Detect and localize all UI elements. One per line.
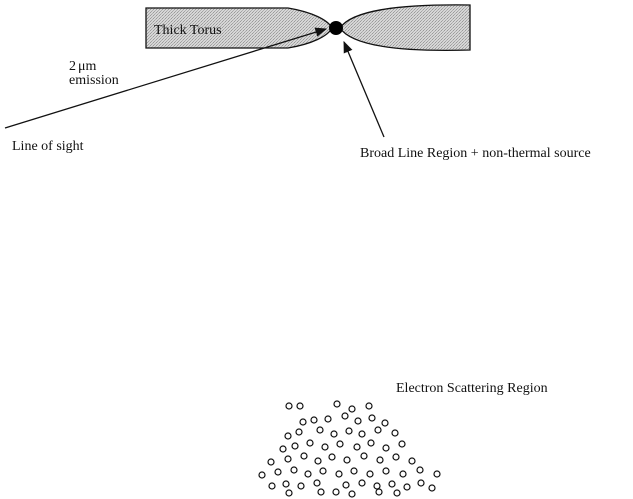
blr-arrow <box>343 40 385 138</box>
electron-particle <box>282 480 290 488</box>
electron-particle <box>341 412 349 420</box>
electron-particle <box>408 457 416 465</box>
electron-particle <box>324 415 332 423</box>
electron-particle <box>382 467 390 475</box>
electron-particle <box>342 481 350 489</box>
electron-particle <box>299 418 307 426</box>
line-of-sight-label: Line of sight <box>12 139 84 154</box>
electron-particle <box>284 455 292 463</box>
electron-particle <box>317 488 325 496</box>
electron-particle <box>319 467 327 475</box>
electron-particle <box>428 484 436 492</box>
electron-particle <box>333 400 341 408</box>
electron-particle <box>403 483 411 491</box>
blr-label: Broad Line Region + non-thermal source <box>360 146 591 161</box>
electron-particle <box>354 417 362 425</box>
electron-particle <box>376 456 384 464</box>
electron-particle <box>279 445 287 453</box>
electron-particle <box>267 458 275 466</box>
emission-word: emission <box>69 73 119 88</box>
electron-particle <box>375 488 383 496</box>
electron-particle <box>258 471 266 479</box>
electron-particle <box>391 429 399 437</box>
electron-particle <box>316 426 324 434</box>
electron-particle <box>358 479 366 487</box>
electron-particle <box>382 444 390 452</box>
electron-particle <box>358 430 366 438</box>
electron-particle <box>365 402 373 410</box>
electron-particle <box>336 440 344 448</box>
electron-particle <box>343 456 351 464</box>
electron-particle <box>353 443 361 451</box>
torus-label: Thick Torus <box>154 23 222 38</box>
electron-particle <box>313 479 321 487</box>
electron-particle <box>310 416 318 424</box>
electron-particle <box>268 482 276 490</box>
line-of-sight-arrow <box>4 27 328 129</box>
electron-particle <box>373 482 381 490</box>
electron-particle <box>366 470 374 478</box>
electron-particle <box>393 489 401 497</box>
electron-particle <box>367 439 375 447</box>
electron-particle <box>399 470 407 478</box>
electron-particle <box>291 442 299 450</box>
electron-particle <box>297 482 305 490</box>
electron-particle <box>285 489 293 497</box>
electron-particle <box>433 470 441 478</box>
electron-particle <box>350 467 358 475</box>
electron-particle <box>368 414 376 422</box>
electron-particle <box>285 402 293 410</box>
scattering-label: Electron Scattering Region <box>396 381 548 396</box>
electron-particle <box>348 405 356 413</box>
emission-prefix: 2 <box>69 59 76 74</box>
electron-particle <box>304 470 312 478</box>
electron-particle <box>296 402 304 410</box>
electron-particle <box>398 440 406 448</box>
electron-particle <box>345 427 353 435</box>
electron-particle <box>290 466 298 474</box>
electron-particle <box>417 479 425 487</box>
electron-particle <box>274 468 282 476</box>
electron-particle <box>348 490 356 498</box>
electron-particle <box>330 430 338 438</box>
electron-particle <box>328 453 336 461</box>
electron-particle <box>381 419 389 427</box>
torus-right-lobe <box>339 4 471 51</box>
electron-particle <box>332 488 340 496</box>
electron-particle <box>374 426 382 434</box>
emission-unit: μm <box>78 59 97 74</box>
electron-particle <box>295 428 303 436</box>
electron-particle <box>392 453 400 461</box>
electron-particle <box>321 443 329 451</box>
electron-particle <box>360 452 368 460</box>
electron-particle <box>388 480 396 488</box>
electron-cloud <box>258 400 441 498</box>
electron-particle <box>300 452 308 460</box>
electron-particle <box>306 439 314 447</box>
electron-particle <box>314 457 322 465</box>
electron-particle <box>335 470 343 478</box>
electron-particle <box>284 432 292 440</box>
electron-particle <box>416 466 424 474</box>
central-source-dot <box>329 21 343 35</box>
